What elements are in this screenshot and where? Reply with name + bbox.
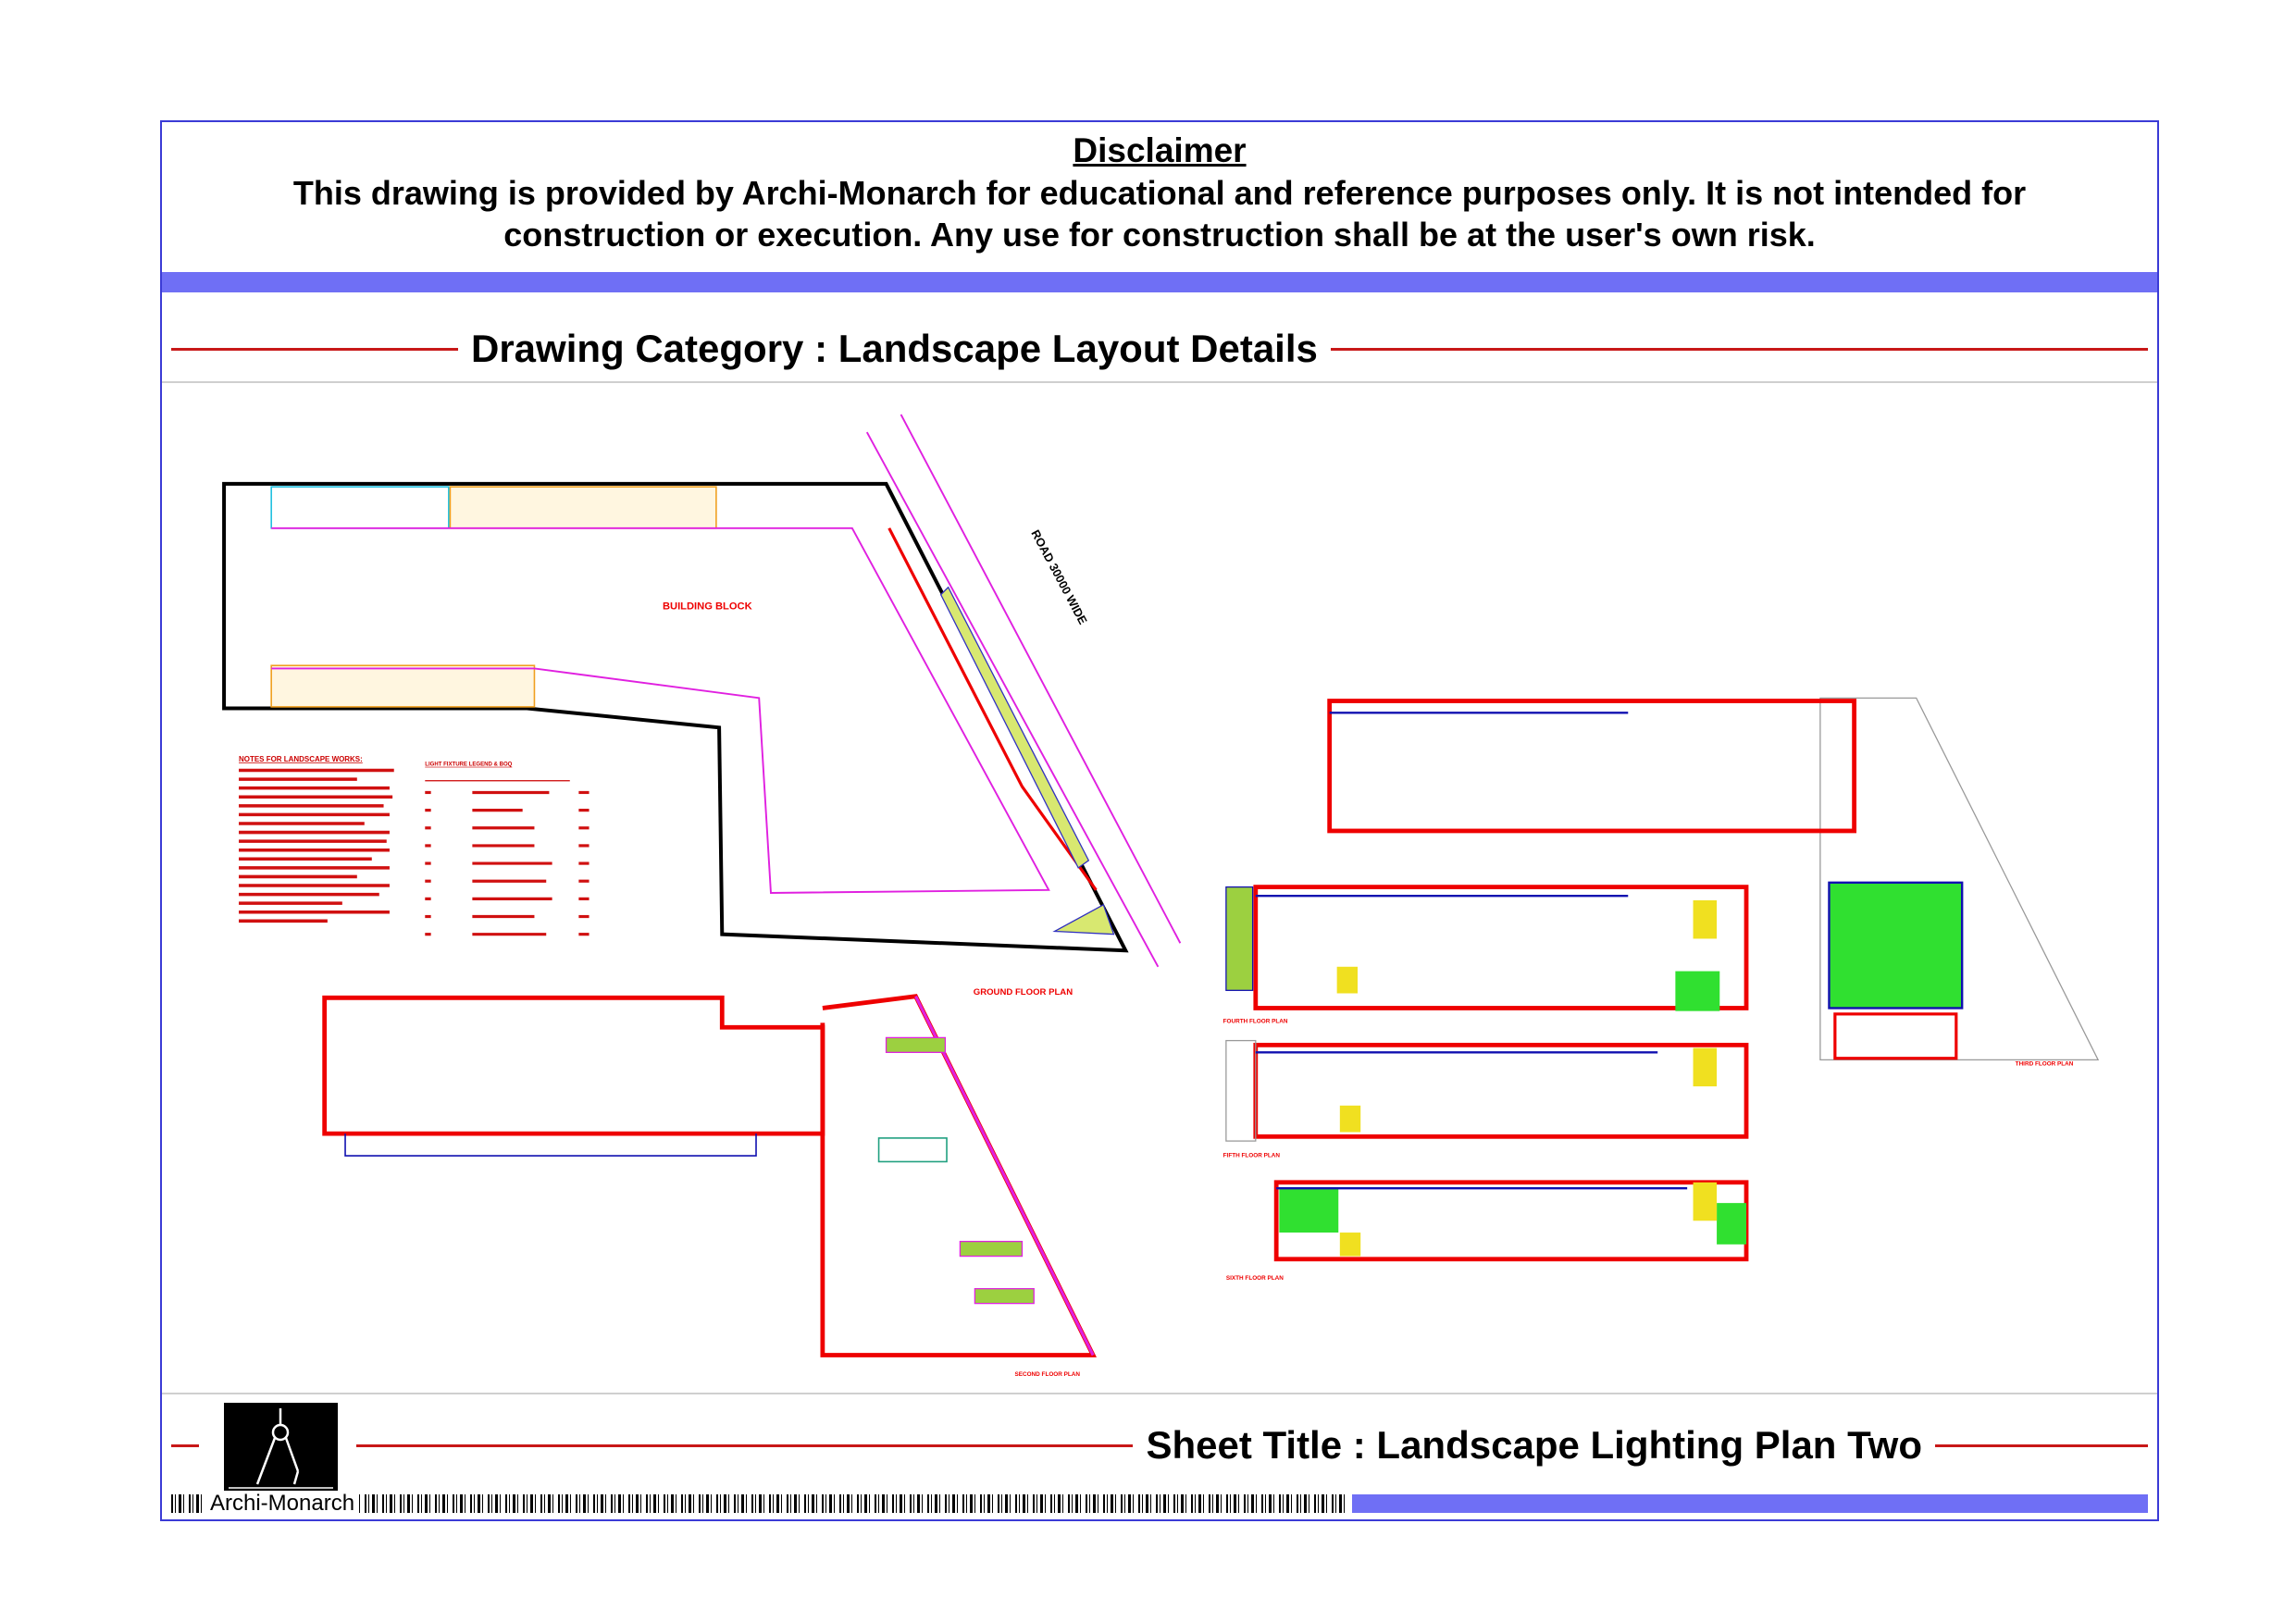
legend-title: LIGHT FIXTURE LEGEND & BOQ [425,762,512,768]
building-block-label: BUILDING BLOCK [663,601,752,613]
ground-floor-label: GROUND FLOOR PLAN [974,987,1073,997]
divider [356,1443,1134,1447]
disclaimer-text: This drawing is provided by Archi-Monarc… [292,174,2027,254]
cad-drawing: BUILDING BLOCK ROAD 30000 WIDE NOTES FOR… [222,414,2100,1378]
second-floor-label: SECOND FLOOR PLAN [1014,1371,1080,1378]
notes-title: NOTES FOR LANDSCAPE WORKS: [239,755,363,763]
header-band [162,272,2157,292]
compass-icon [229,1408,333,1489]
divider [171,1443,199,1447]
archi-monarch-logo [224,1403,338,1492]
disclaimer-title: Disclaimer [1073,131,1247,169]
sixth-floor-label: SIXTH FLOOR PLAN [1226,1275,1284,1282]
drawing-category: Drawing Category : Landscape Layout Deta… [471,327,1318,370]
barcode-strip [171,1494,1347,1513]
notes-block: NOTES FOR LANDSCAPE WORKS: LIGHT FIXTURE… [239,755,590,936]
divider [1935,1443,2148,1447]
divider [171,347,458,351]
divider [1330,347,2148,351]
ground-floor-plan: GROUND FLOOR PLAN SECOND FLOOR PLAN [322,987,1097,1378]
sheet-title-row: Sheet Title : Landscape Lighting Plan Tw… [171,1418,2148,1473]
separator [162,1393,2157,1394]
brand-name: Archi-Monarch [206,1491,359,1517]
upper-floor-plans: THIRD FLOOR PLAN FOURTH FLOOR PLAN FIFTH… [1223,697,2100,1282]
footer-band [1352,1494,2148,1513]
sheet-frame: Disclaimer This drawing is provided by A… [160,120,2159,1521]
fourth-floor-label: FOURTH FLOOR PLAN [1223,1018,1288,1024]
road-label: ROAD 30000 WIDE [1028,527,1090,627]
sheet-title: Sheet Title : Landscape Lighting Plan Tw… [1146,1423,1922,1467]
fifth-floor-label: FIFTH FLOOR PLAN [1223,1153,1281,1159]
category-row: Drawing Category : Landscape Layout Deta… [171,321,2148,377]
separator [162,381,2157,383]
third-floor-label: THIRD FLOOR PLAN [2016,1061,2074,1068]
